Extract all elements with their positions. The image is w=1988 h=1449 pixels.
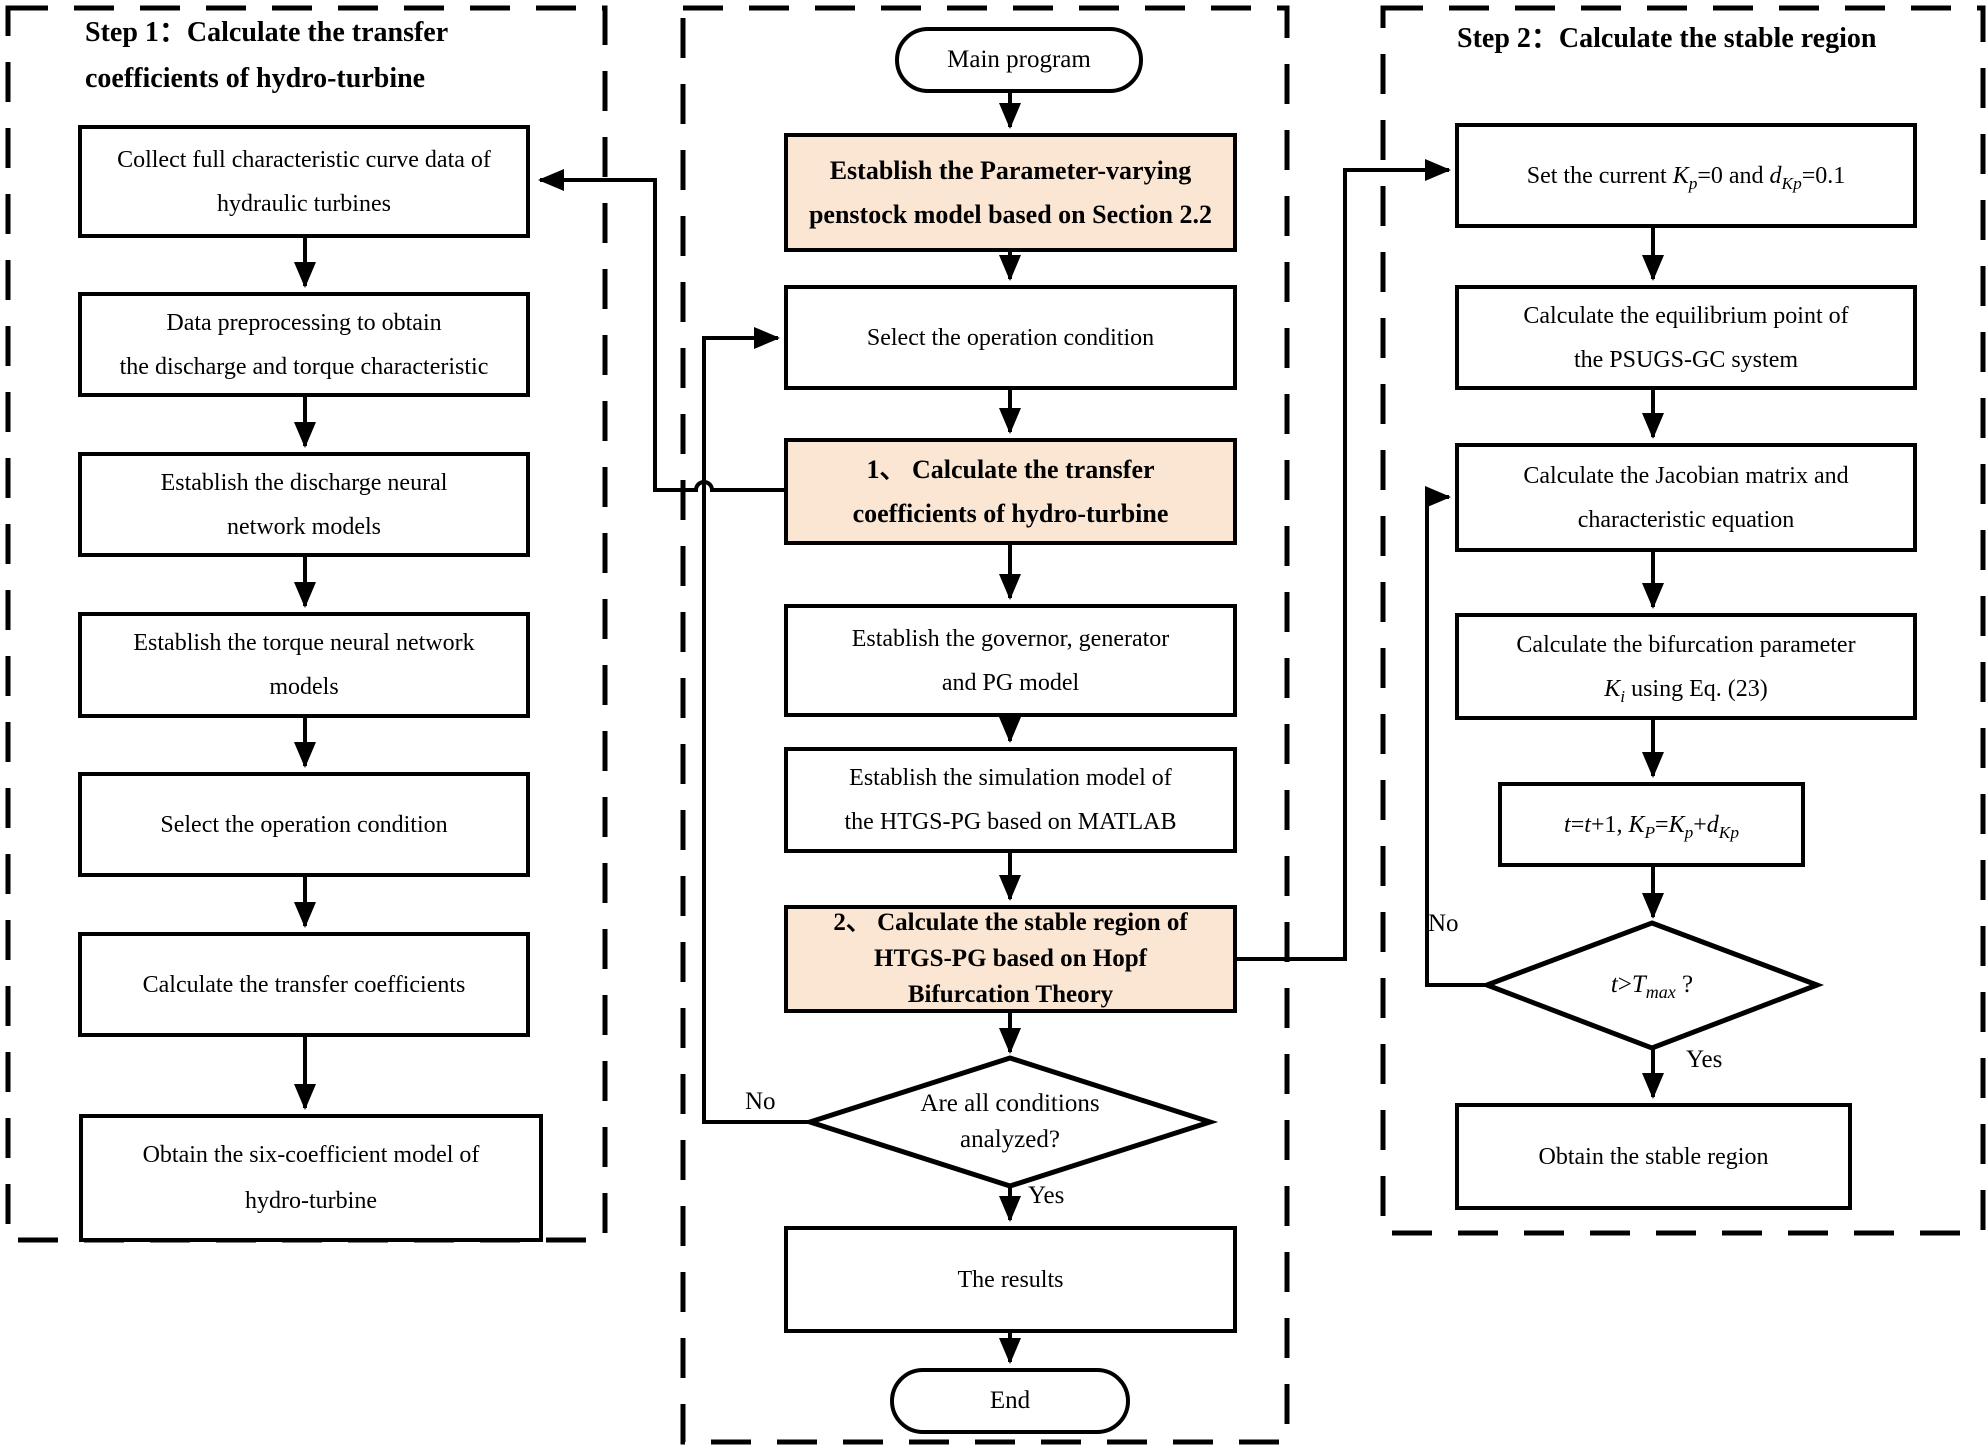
box-text-line: the HTGS-PG based on MATLAB: [844, 809, 1177, 835]
flow-box-discharge-network: Establish the discharge neural network m…: [78, 452, 530, 557]
label-no-mid: No: [745, 1088, 776, 1115]
flow-box-penstock-model: Establish the Parameter-varying penstock…: [784, 133, 1237, 252]
box-text-line: Establish the discharge neural: [160, 469, 448, 496]
box-text-line: penstock model based on Section 2.2: [808, 199, 1213, 229]
flow-box-step2-call: 2、 Calculate the stable region of HTGS-P…: [784, 905, 1237, 1013]
box-text-line: Bifurcation Theory: [907, 981, 1114, 1008]
box-text-line: Select the operation condition: [866, 324, 1155, 351]
box-text-line: t=t+1, KP=Kp+dKp: [1564, 811, 1739, 842]
flow-box-bifurcation-parameter: Calculate the bifurcation parameter Ki u…: [1455, 613, 1917, 720]
decision-tmax-text: t>Tmax ?: [1512, 964, 1792, 1006]
flow-box-simulation-model-matlab: Establish the simulation model of the HT…: [784, 747, 1237, 853]
decision-all-conditions-shape: [801, 1055, 1219, 1189]
flow-box-data-preprocessing: Data preprocessing to obtain the dischar…: [78, 292, 530, 397]
box-text-line: Set the current Kp=0 and dKp=0.1: [1526, 162, 1846, 193]
box-text-line: Calculate the equilibrium point of: [1523, 302, 1849, 329]
flow-box-jacobian-matrix: Calculate the Jacobian matrix and charac…: [1455, 443, 1917, 552]
box-text-line: Establish the Parameter-varying: [829, 155, 1192, 185]
box-text-line: hydro-turbine: [245, 1188, 377, 1214]
flow-box-increment-t-kp: t=t+1, KP=Kp+dKp: [1498, 782, 1805, 867]
flow-box-obtain-stable-region: Obtain the stable region: [1455, 1103, 1852, 1210]
connector-no-loop: [702, 327, 810, 1124]
flow-box-step1-call: 1、 Calculate the transfer coefficients o…: [784, 438, 1237, 545]
connector-step1-call: [538, 169, 784, 492]
box-text-line: the discharge and torque characteristic: [119, 353, 489, 380]
box-text-line: Obtain the stable region: [1538, 1143, 1769, 1170]
box-text-line: Obtain the six-coefficient model of: [142, 1142, 480, 1168]
flow-box-calc-transfer-coefficients: Calculate the transfer coefficients: [78, 932, 530, 1037]
box-text-line: The results: [957, 1266, 1064, 1293]
flow-box-set-kp: Set the current Kp=0 and dKp=0.1: [1455, 123, 1917, 228]
flow-box-select-condition-main: Select the operation condition: [784, 285, 1237, 390]
box-text-line: t>Tmax ?: [1610, 971, 1694, 1002]
box-text-line: Calculate the Jacobian matrix and: [1523, 462, 1849, 489]
box-text-line: coefficients of hydro-turbine: [852, 498, 1169, 528]
box-text-line: Establish the governor, generator: [851, 625, 1170, 652]
step1-header-line1: Step 1：Calculate the transfer: [85, 17, 449, 48]
main-dashed-border: [680, 5, 1290, 1445]
box-text-line: Ki using Eq. (23): [1604, 675, 1768, 706]
box-text-line: HTGS-PG based on Hopf: [874, 945, 1147, 972]
connector-step2-call: [1237, 159, 1451, 961]
terminator-end: End: [890, 1368, 1130, 1434]
step2-header-line1: Step 2：Calculate the stable region: [1457, 23, 1877, 54]
box-text-line: End: [989, 1387, 1031, 1414]
box-text-line: 2、 Calculate the stable region of: [833, 909, 1188, 936]
box-text-line: Data preprocessing to obtain: [166, 309, 442, 336]
terminator-main-program: Main program: [895, 27, 1143, 93]
box-text-line: analyzed?: [960, 1126, 1060, 1153]
flow-box-six-coefficient-model: Obtain the six-coefficient model of hydr…: [79, 1114, 543, 1242]
box-text-line: Establish the torque neural network: [133, 630, 475, 656]
flow-box-torque-network: Establish the torque neural network mode…: [78, 612, 530, 718]
box-text-line: hydraulic turbines: [217, 190, 391, 217]
box-text-line: characteristic equation: [1577, 506, 1795, 533]
flow-box-select-condition-left: Select the operation condition: [78, 772, 530, 877]
box-text-line: Are all conditions: [920, 1090, 1100, 1117]
flow-box-governor-generator-pg: Establish the governor, generator and PG…: [784, 604, 1237, 717]
step1-header: Step 1：Calculate the transfer coefficien…: [85, 10, 448, 102]
decision-all-conditions-text: Are all conditions analyzed?: [835, 1082, 1185, 1162]
box-text-line: Calculate the transfer coefficients: [142, 971, 466, 998]
decision-tmax-shape: [1479, 920, 1825, 1051]
label-no-right: No: [1428, 910, 1459, 937]
box-text-line: Main program: [947, 46, 1091, 73]
flow-box-collect-curve-data: Collect full characteristic curve data o…: [78, 125, 530, 238]
flow-box-results: The results: [784, 1226, 1237, 1333]
box-text-line: Collect full characteristic curve data o…: [117, 146, 491, 173]
box-text-line: and PG model: [941, 669, 1080, 696]
box-text-line: Calculate the bifurcation parameter: [1516, 631, 1856, 658]
box-text-line: 1、 Calculate the transfer: [866, 454, 1155, 484]
box-text-line: network models: [227, 513, 381, 540]
box-text-line: models: [269, 674, 339, 700]
step1-header-line2: coefficients of hydro-turbine: [85, 63, 426, 94]
step2-header: Step 2：Calculate the stable region: [1457, 16, 1876, 62]
box-text-line: Establish the simulation model of: [849, 765, 1172, 791]
flow-box-equilibrium-point: Calculate the equilibrium point of the P…: [1455, 285, 1917, 390]
box-text-line: Select the operation condition: [160, 811, 448, 838]
box-text-line: the PSUGS-GC system: [1573, 346, 1799, 373]
label-yes-mid: Yes: [1028, 1182, 1065, 1209]
connector-tmax-no-loop: [1425, 486, 1487, 987]
label-yes-right: Yes: [1686, 1046, 1723, 1073]
step2-dashed-border: [1380, 5, 1986, 1236]
